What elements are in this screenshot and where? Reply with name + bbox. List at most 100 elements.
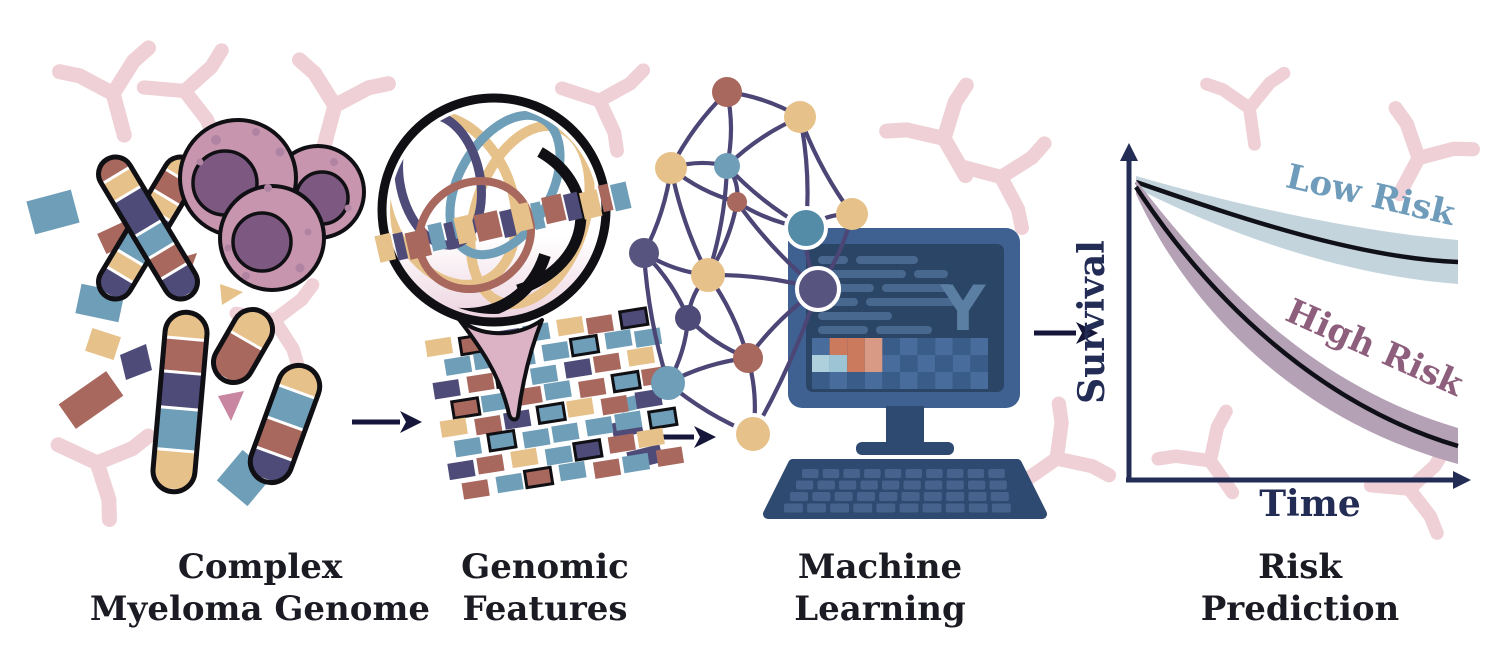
screen-heatmap xyxy=(812,338,988,389)
keyboard-key xyxy=(830,503,850,513)
heatmap-cell xyxy=(917,372,936,389)
genomic-tile xyxy=(592,458,622,479)
keyboard-key xyxy=(922,503,942,513)
keyboard-keys xyxy=(784,469,1011,513)
heatmap-cell xyxy=(900,355,918,372)
heatmap-cell xyxy=(847,372,865,389)
keyboard-key xyxy=(968,503,988,513)
flow-arrow-3 xyxy=(1034,322,1098,344)
keyboard-key xyxy=(879,492,898,501)
stage-complex-myeloma-genome xyxy=(26,118,664,507)
genomic-tile xyxy=(453,436,483,458)
genomic-tile xyxy=(424,336,454,358)
code-lines xyxy=(818,256,956,334)
genomic-tile xyxy=(636,427,665,449)
genomic-tile xyxy=(439,417,468,438)
stage-captions: Complex Myeloma Genome Genomic Features … xyxy=(90,547,1399,629)
genomic-tile xyxy=(621,452,651,474)
chromosomes xyxy=(92,150,326,495)
heatmap-cell xyxy=(935,355,953,372)
network-node xyxy=(784,101,816,133)
code-line xyxy=(876,326,932,334)
myeloma-cells xyxy=(178,118,366,292)
code-line xyxy=(866,298,956,306)
keyboard-key xyxy=(884,469,902,478)
keyboard-key xyxy=(899,503,919,513)
keyboard-key xyxy=(853,503,873,513)
monitor-base xyxy=(856,442,954,455)
genomic-tile xyxy=(626,346,656,367)
heatmap-cell xyxy=(812,355,830,372)
chromosome xyxy=(206,302,280,390)
network-node xyxy=(655,152,687,184)
high-risk-line xyxy=(1134,185,1459,449)
genomic-tile xyxy=(522,428,551,449)
genomic-tile xyxy=(617,306,650,331)
network-node xyxy=(727,192,747,212)
caption-risk-line2: Prediction xyxy=(1201,589,1400,629)
low-risk-band xyxy=(1136,176,1458,284)
code-line xyxy=(818,326,868,334)
caption-genomic-line2: Features xyxy=(462,589,627,629)
keyboard-key xyxy=(967,469,985,478)
genomic-tile xyxy=(443,355,473,376)
heatmap-cell xyxy=(882,355,900,372)
genomic-tile xyxy=(604,329,633,350)
neural-network xyxy=(629,77,868,455)
code-line xyxy=(856,256,918,264)
monitor-stand xyxy=(886,406,924,444)
heatmap-cell xyxy=(917,338,936,355)
heatmap-cell xyxy=(829,372,848,389)
heatmap-cell xyxy=(935,338,953,355)
network-node xyxy=(629,238,659,268)
heatmap-cell xyxy=(970,355,988,372)
chromosome-ribbon xyxy=(374,181,632,263)
genomic-tile xyxy=(474,415,503,436)
keyboard-key xyxy=(925,480,943,490)
keyboard-key xyxy=(839,480,857,490)
genomic-tile xyxy=(551,422,580,443)
code-line xyxy=(818,270,906,278)
keyboard-key xyxy=(988,469,1005,478)
keyboard-key xyxy=(945,503,965,513)
keyboard-key xyxy=(784,503,803,513)
genomic-tile xyxy=(558,460,587,482)
network-node xyxy=(795,266,841,312)
keyboard-key xyxy=(901,492,920,501)
heatmap-cell xyxy=(864,372,883,389)
caption-genomic-line1: Genomic xyxy=(461,547,629,587)
keyboard-key xyxy=(860,480,878,490)
chromosome xyxy=(150,309,210,495)
keyboard-key xyxy=(802,469,819,478)
genomic-tile xyxy=(544,445,574,466)
flow-arrow-1 xyxy=(352,411,422,433)
code-line xyxy=(882,284,952,292)
genomic-tile xyxy=(510,447,539,469)
heatmap-cell xyxy=(952,338,971,355)
y-axis-label: Survival xyxy=(1071,240,1113,404)
caption-complex-line1: Complex xyxy=(178,547,343,587)
genomic-tile xyxy=(486,428,518,453)
heatmap-cell xyxy=(847,355,865,372)
network-node xyxy=(675,305,701,331)
genomic-tile xyxy=(522,465,555,490)
genomic-tile xyxy=(578,377,607,399)
genomic-tile xyxy=(449,396,482,420)
chromosome xyxy=(92,150,204,306)
magnifier-funnel xyxy=(456,316,544,422)
genomic-tile xyxy=(585,416,614,437)
heatmap-cell xyxy=(847,338,865,355)
keyboard-key xyxy=(926,469,943,478)
keyboard-key xyxy=(905,469,922,478)
genomic-tile xyxy=(556,315,585,337)
keyboard-key xyxy=(864,469,881,478)
network-node xyxy=(732,413,774,455)
keyboard-key xyxy=(990,492,1009,501)
genomic-tile xyxy=(646,406,679,431)
code-line xyxy=(914,270,948,278)
network-node xyxy=(651,366,685,400)
genomic-tile xyxy=(529,364,559,386)
heatmap-cell xyxy=(900,338,918,355)
genomic-tile xyxy=(543,380,572,401)
